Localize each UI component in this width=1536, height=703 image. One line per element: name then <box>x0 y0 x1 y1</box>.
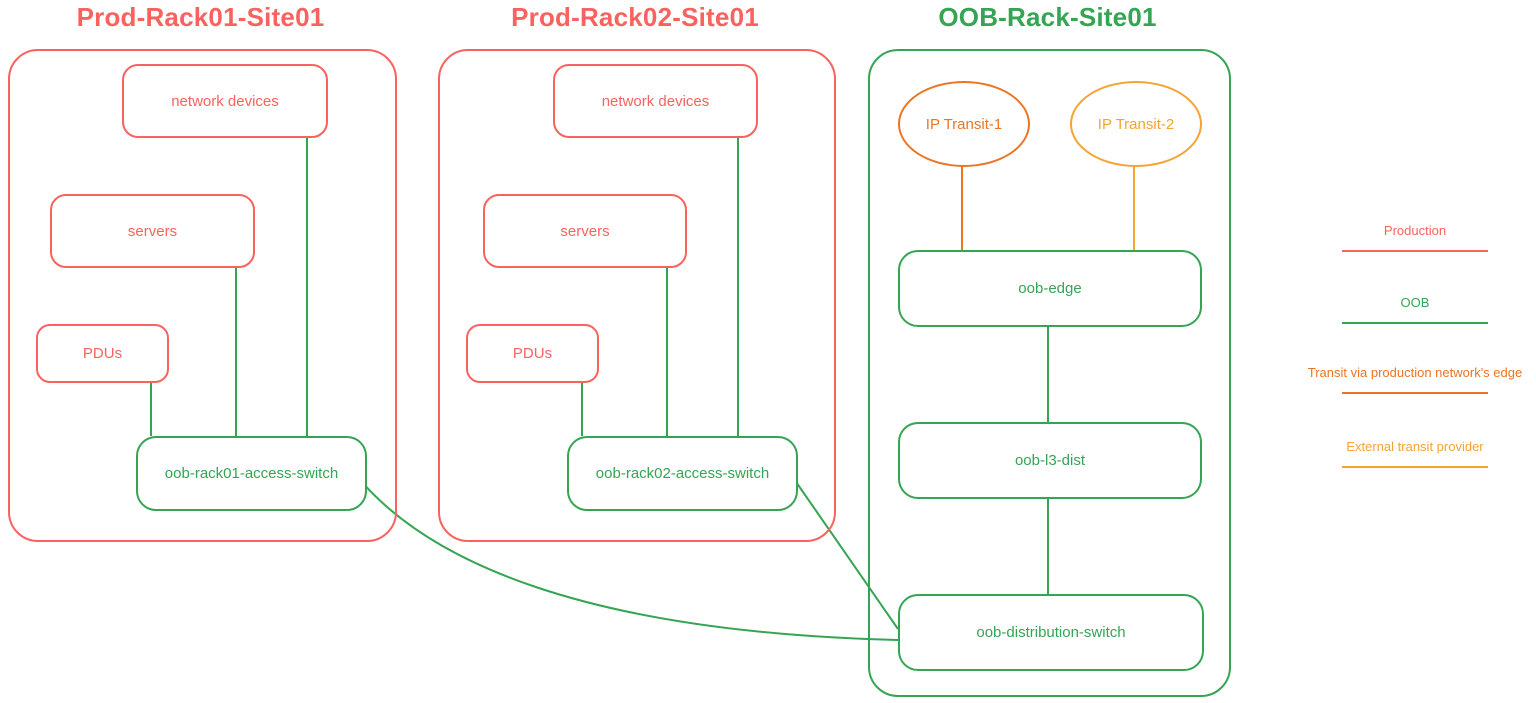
legend-item-transit-external: External transit provider <box>1295 438 1535 468</box>
legend-item-production: Production <box>1295 222 1535 252</box>
legend-label-transit-external: External transit provider <box>1346 439 1484 454</box>
rack01-servers-node: servers <box>50 194 255 268</box>
legend-label-oob: OOB <box>1400 295 1430 310</box>
rack02-container <box>438 49 836 542</box>
legend-item-oob: OOB <box>1295 294 1535 324</box>
oob-rack-title: OOB-Rack-Site01 <box>938 2 1157 32</box>
legend-label-production: Production <box>1383 223 1447 238</box>
rack01-container <box>8 49 397 542</box>
rack01-pdus-node: PDUs <box>36 324 169 383</box>
rack02-servers-node: servers <box>483 194 687 268</box>
legend-line-transit-external <box>1342 466 1488 468</box>
legend-label-transit-edge: Transit via production network's edge <box>1307 365 1523 380</box>
legend-line-production <box>1342 250 1488 252</box>
rack01-network-devices-node: network devices <box>122 64 328 138</box>
rack02-pdus-node: PDUs <box>466 324 599 383</box>
oob-l3-dist-node: oob-l3-dist <box>898 422 1202 499</box>
legend-item-transit-edge: Transit via production network's edge <box>1295 364 1535 394</box>
rack02-access-switch-node: oob-rack02-access-switch <box>567 436 798 511</box>
oob-rack-container <box>868 49 1231 697</box>
oob-distribution-switch-node: oob-distribution-switch <box>898 594 1204 671</box>
legend-line-oob <box>1342 322 1488 324</box>
rack02-network-devices-node: network devices <box>553 64 758 138</box>
ip-transit-1-node: IP Transit-1 <box>898 81 1030 167</box>
legend-line-transit-edge <box>1342 392 1488 394</box>
rack02-title: Prod-Rack02-Site01 <box>511 2 759 32</box>
ip-transit-2-node: IP Transit-2 <box>1070 81 1202 167</box>
rack01-title: Prod-Rack01-Site01 <box>76 2 325 32</box>
edge-rack02-access-switch-to-distribution-switch <box>793 478 899 630</box>
rack01-access-switch-node: oob-rack01-access-switch <box>136 436 367 511</box>
oob-edge-node: oob-edge <box>898 250 1202 327</box>
